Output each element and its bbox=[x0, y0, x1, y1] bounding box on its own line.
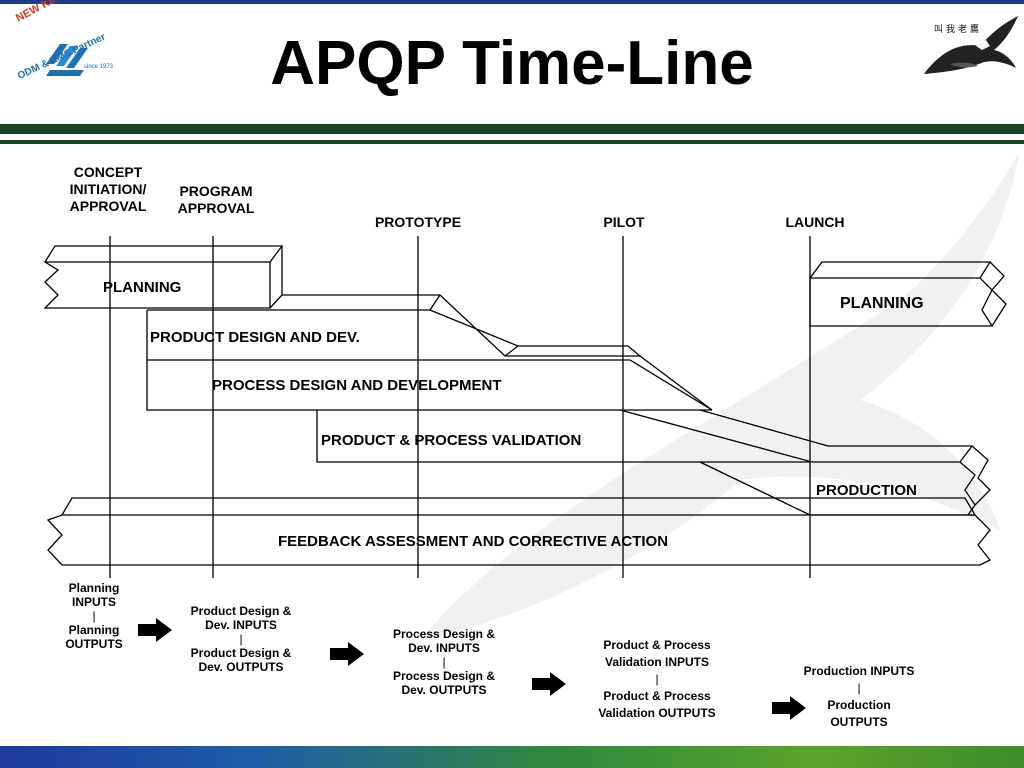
milestone-prototype: PROTOTYPE bbox=[374, 214, 462, 230]
phase-production: PRODUCTION bbox=[816, 482, 917, 499]
io-planning: Planning INPUTS | Planning OUTPUTS bbox=[65, 581, 123, 651]
milestone-concept: CONCEPT INITIATION/ APPROVAL bbox=[69, 164, 147, 214]
phase-product-design: PRODUCT DESIGN AND DEV. bbox=[150, 329, 360, 346]
milestone-launch: LAUNCH bbox=[785, 214, 845, 230]
footer-bar bbox=[0, 746, 1024, 768]
page-title: APQP Time-Line bbox=[270, 29, 754, 98]
process-design-bar bbox=[147, 359, 713, 411]
top-rule bbox=[0, 0, 1024, 4]
phase-process-design: PROCESS DESIGN AND DEVELOPMENT bbox=[212, 377, 502, 394]
io-process-design: Process Design & Dev. INPUTS | Process D… bbox=[392, 627, 496, 697]
phase-planning-left: PLANNING bbox=[103, 279, 182, 296]
phase-validation: PRODUCT & PROCESS VALIDATION bbox=[321, 432, 582, 449]
io-production: Production INPUTS | Production OUTPUTS bbox=[803, 664, 915, 729]
eagle-calligraphy: 叫 bbox=[934, 24, 943, 34]
company-logo: since 1973 bbox=[46, 44, 114, 76]
header-band bbox=[0, 124, 1024, 134]
arrow-icon bbox=[330, 642, 364, 666]
io-validation: Product & Process Validation INPUTS | Pr… bbox=[598, 638, 716, 720]
svg-text:我: 我 bbox=[946, 24, 955, 34]
watermark-eagle bbox=[420, 150, 1020, 640]
validation-bar bbox=[316, 410, 810, 463]
phase-feedback: FEEDBACK ASSESSMENT AND CORRECTIVE ACTIO… bbox=[278, 533, 669, 550]
logo-since: since 1973 bbox=[84, 64, 114, 70]
io-product-design: Product Design & Dev. INPUTS | Product D… bbox=[190, 604, 292, 674]
arrow-icon bbox=[138, 618, 172, 642]
logo-mark bbox=[46, 44, 88, 76]
arrow-icon bbox=[772, 696, 806, 720]
planning-left-top bbox=[44, 245, 284, 263]
header-band-thin bbox=[0, 140, 1024, 144]
planning-left-bar bbox=[42, 261, 271, 309]
milestone-program: PROGRAM APPROVAL bbox=[177, 183, 255, 216]
milestone-pilot: PILOT bbox=[603, 214, 645, 230]
phase-planning-right: PLANNING bbox=[840, 295, 924, 312]
svg-text:老: 老 bbox=[958, 23, 967, 34]
eagle-icon: 叫 我 老 鷹 bbox=[924, 16, 1018, 74]
arrow-icon bbox=[532, 672, 566, 696]
feedback-bar-top bbox=[61, 497, 976, 516]
feedback-bar bbox=[46, 514, 992, 566]
svg-text:鷹: 鷹 bbox=[970, 23, 979, 34]
